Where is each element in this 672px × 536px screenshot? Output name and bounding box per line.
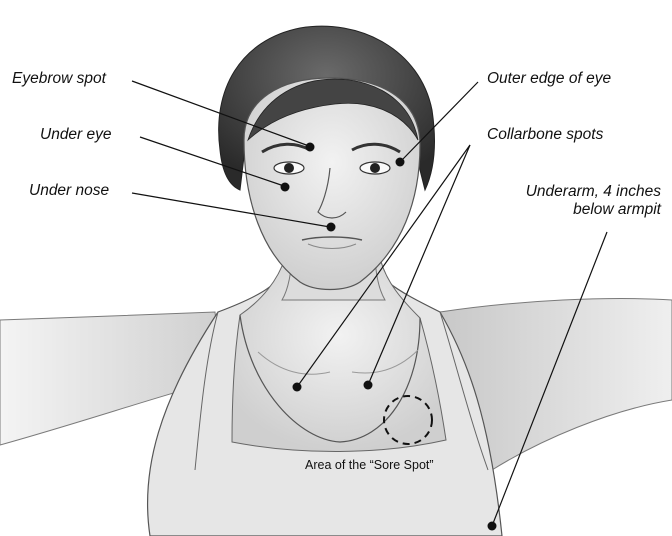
label-collarbone-spots: Collarbone spots bbox=[487, 126, 603, 144]
label-underarm: Underarm, 4 inches below armpit bbox=[480, 183, 661, 219]
label-under-nose: Under nose bbox=[29, 182, 109, 200]
under-nose-point bbox=[327, 223, 336, 232]
label-under-eye: Under eye bbox=[40, 126, 112, 144]
collarbone-point-left bbox=[293, 383, 302, 392]
sore-spot-caption: Area of the “Sore Spot” bbox=[305, 458, 434, 472]
underarm-point bbox=[488, 522, 497, 531]
eyebrow-point bbox=[306, 143, 315, 152]
collarbone-point-right bbox=[364, 381, 373, 390]
outer-eye-point bbox=[396, 158, 405, 167]
under-eye-point bbox=[281, 183, 290, 192]
label-underarm-line1: Underarm, 4 inches bbox=[480, 183, 661, 201]
label-outer-edge-of-eye: Outer edge of eye bbox=[487, 70, 611, 88]
label-eyebrow-spot: Eyebrow spot bbox=[12, 70, 106, 88]
label-underarm-line2: below armpit bbox=[480, 201, 661, 219]
